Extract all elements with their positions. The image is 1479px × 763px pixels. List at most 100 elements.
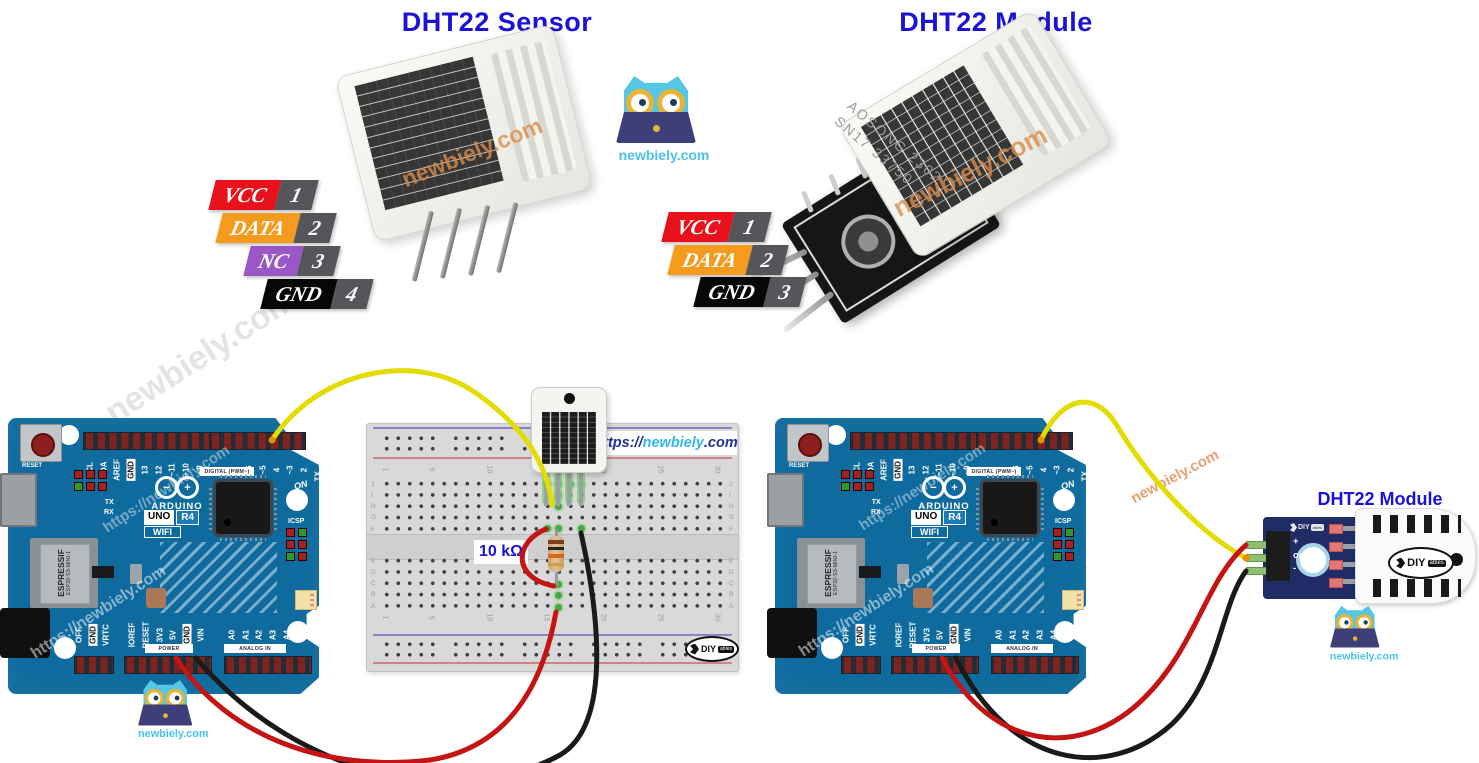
led [74, 482, 83, 491]
sensor-fins [490, 40, 577, 183]
diyables-logo: DIY ables [685, 636, 739, 662]
diyables-icon [1290, 523, 1297, 532]
pin-name: VCC [661, 212, 735, 242]
power-jack [767, 608, 817, 658]
digital-pin-label: AREF [112, 459, 122, 481]
arduino-logo-plus: + [943, 476, 966, 499]
analog-header [224, 656, 312, 674]
capacitor [130, 564, 142, 584]
led [865, 482, 874, 491]
power-header-left [74, 656, 114, 674]
ic-chip [859, 566, 881, 578]
resistor-band [548, 547, 564, 550]
sensor-vent-grid [542, 412, 596, 464]
resistor-10k [548, 536, 564, 572]
power-pin-label: OFF [74, 627, 84, 643]
digital-pin-label: 4 [1039, 467, 1049, 473]
led [853, 470, 862, 479]
reset-label: RESET [22, 463, 43, 469]
power-jack [0, 608, 50, 658]
led-cluster [74, 470, 107, 491]
digital-pin-label: RX←0 [327, 458, 337, 482]
icsp-header [1053, 528, 1074, 561]
led [853, 482, 862, 491]
mounting-hole [1053, 489, 1075, 511]
led [74, 470, 83, 479]
module-stub [1342, 562, 1355, 567]
pin-name: GND [260, 279, 338, 309]
laptop-icon [616, 112, 696, 143]
diyables-logo: DIY ables [1388, 547, 1454, 579]
digital-pin-label: AREF [879, 459, 889, 481]
rail-line-red [373, 662, 732, 664]
diyables-logo-small: DIY ables [1290, 523, 1325, 532]
model-r4: R4 [943, 510, 967, 525]
module-pin-stub [828, 173, 842, 196]
arduino-logo: − + ARDUINO [146, 476, 208, 512]
url-tld: .com [703, 435, 738, 451]
module-vent-slots [1373, 515, 1461, 533]
dht22-sensor-on-breadboard [531, 387, 607, 473]
sensor-vent-grid [354, 56, 504, 211]
pin-number: 4 [329, 279, 374, 309]
module-pin-label-vcc: VCC 1 [661, 212, 772, 242]
reset-button[interactable] [787, 424, 829, 462]
dht22-pin [567, 468, 571, 506]
analog-pin-label: A5 [1063, 629, 1073, 641]
connection-point [555, 503, 562, 511]
pin-number: 1 [274, 180, 319, 210]
arduino-logo: − + ARDUINO [913, 476, 975, 512]
resistor-value-label: 10 kΩ [474, 540, 528, 564]
microcontroller-chip [209, 475, 277, 541]
digital-header-left [850, 432, 992, 450]
pin-name: DATA [215, 213, 301, 243]
microcontroller-chip [976, 475, 1044, 541]
brand-text: newbiely.com [1330, 650, 1399, 662]
diyables-icon [1396, 557, 1406, 569]
pin-label-minus: - [1293, 563, 1297, 574]
power-section-label: POWER [912, 644, 960, 653]
led [841, 470, 850, 479]
reset-label: RESET [789, 463, 810, 469]
reset-button-cap[interactable] [31, 433, 55, 457]
arduino-logo-minus: − [155, 476, 178, 499]
module-pad [1329, 524, 1343, 534]
module-pad [1329, 560, 1343, 570]
arduino-wordmark: ARDUINO [151, 501, 203, 512]
module-connector [1266, 531, 1290, 581]
capacitor [897, 564, 909, 584]
led-cluster [841, 470, 874, 491]
power-pin-label: VIN [963, 628, 973, 642]
pin-name: GND [693, 277, 771, 307]
power-pin-label: OFF [841, 627, 851, 643]
led [86, 482, 95, 491]
resistor-band [548, 554, 564, 558]
arduino-logo-minus: − [922, 476, 945, 499]
ic-chip [92, 566, 114, 578]
led [86, 470, 95, 479]
esp32-brand: ESPRESSIF [823, 549, 833, 597]
esp32-module: ESPRESSIF ESP32-S3-MINI-1 [797, 538, 865, 608]
watermark-orange: newbiely.com [1128, 446, 1222, 508]
reset-button-cap[interactable] [798, 433, 822, 457]
pcb-nut-hole [854, 227, 883, 256]
analog-pin-label: A5 [296, 629, 306, 641]
pin-number: 2 [744, 245, 789, 275]
digital-section-label: DIGITAL (PWM~) [200, 467, 254, 476]
usb-connector [767, 473, 804, 527]
power-pin-label: VRTC [868, 624, 878, 646]
reset-button[interactable] [20, 424, 62, 462]
diyables-icon [690, 643, 700, 655]
mounting-hole [286, 489, 308, 511]
dht22-module-sensor: DIY ables [1355, 508, 1476, 604]
digital-pin-label: TX→1 [1080, 458, 1090, 482]
digital-pin-label: GND [126, 459, 136, 481]
qwiic-connector [295, 590, 317, 610]
module-pin-label-data: DATA 2 [667, 245, 789, 275]
pin-name: NC [243, 246, 304, 276]
model-uno: UNO [911, 510, 942, 525]
arduino-wordmark: ARDUINO [918, 501, 970, 512]
brand-text: newbiely.com [618, 147, 710, 163]
